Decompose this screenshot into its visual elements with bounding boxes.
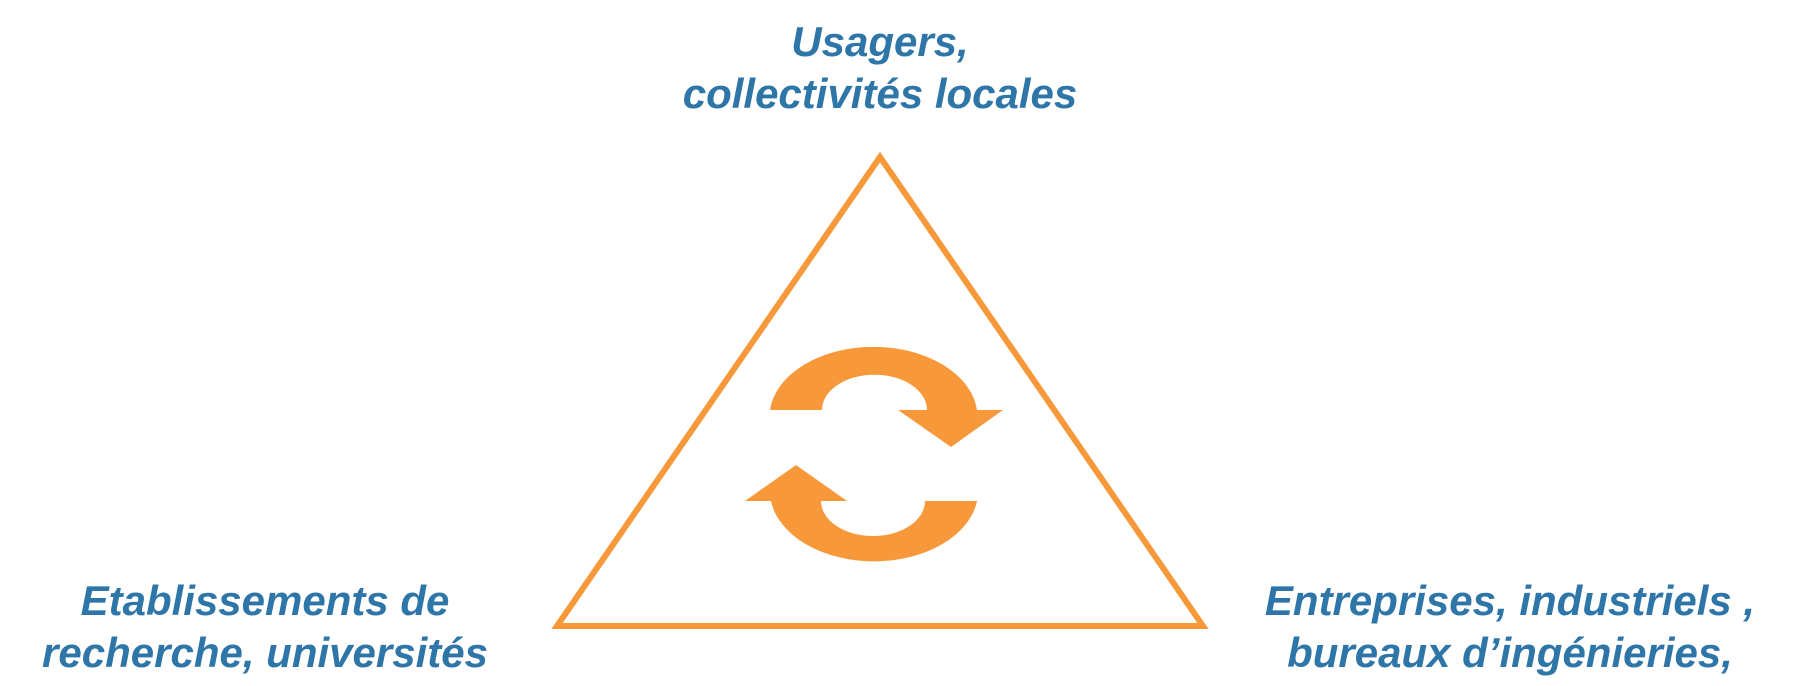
node-label-top: Usagers, collectivités locales	[640, 16, 1120, 120]
cycle-arrow-upper-arc	[770, 346, 977, 410]
node-label-top-line2: collectivités locales	[682, 70, 1078, 117]
node-label-bottom-left-line1: Etablissements de	[80, 577, 450, 624]
triangle-outline	[551, 151, 1209, 629]
node-label-bottom-right-line1: Entreprises, industriels ,	[1264, 577, 1756, 624]
node-label-top-line1: Usagers,	[791, 18, 969, 65]
node-label-bottom-right-line2: bureaux d’ingénieries,	[1287, 629, 1733, 676]
node-label-bottom-left: Etablissements de recherche, universités	[0, 575, 530, 679]
node-label-bottom-right: Entreprises, industriels , bureaux d’ing…	[1230, 575, 1790, 679]
cycle-arrows-icon	[745, 346, 1003, 562]
cycle-arrow-lower-head	[745, 465, 847, 501]
node-label-bottom-left-line2: recherche, universités	[42, 629, 488, 676]
cycle-arrow-upper-head	[898, 410, 1003, 447]
cycle-arrow-lower-arc	[771, 501, 977, 562]
